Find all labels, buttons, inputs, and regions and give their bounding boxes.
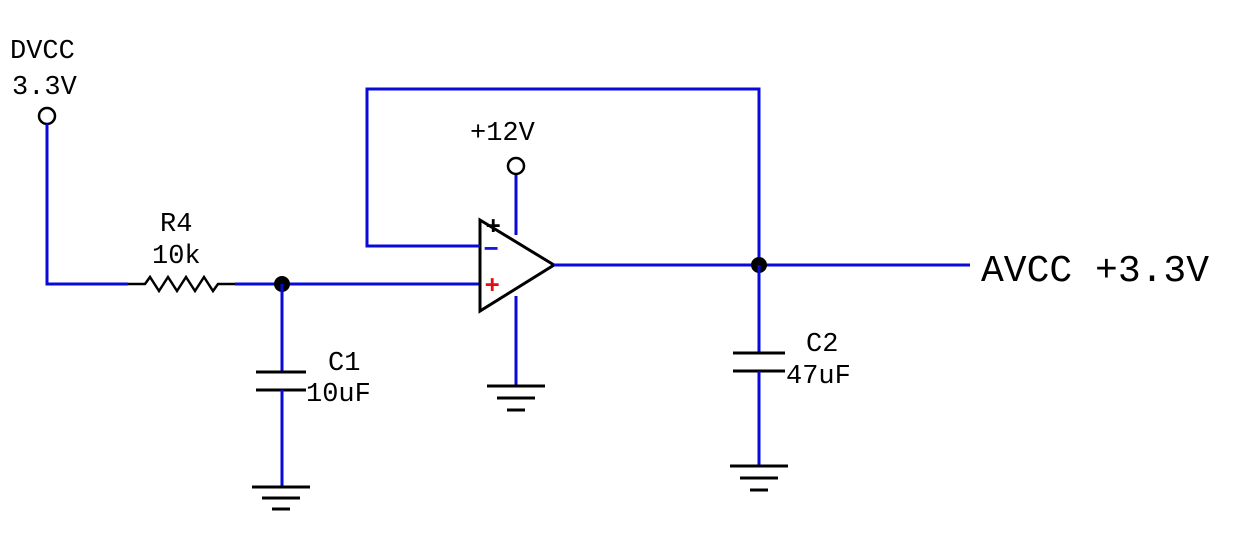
resistor-r4: R4 10k	[128, 210, 235, 294]
opamp-supply-pin-mark: +	[486, 211, 500, 239]
c2-value-label: 47uF	[786, 362, 851, 392]
dvcc-terminal	[37, 106, 57, 126]
ground-symbol-opamp	[487, 384, 545, 412]
feedback-wire	[365, 87, 761, 265]
dvcc-wire	[45, 124, 128, 286]
op-amp: +12V + − +	[470, 119, 557, 386]
ground-symbol-c1	[252, 485, 310, 511]
plus-12v-terminal	[506, 156, 526, 176]
c1-ref-label: C1	[328, 349, 360, 379]
opamp-noninverting-sign: +	[485, 270, 499, 298]
plus-12v-label: +12V	[470, 119, 536, 149]
c2-ref-label: C2	[806, 330, 838, 360]
resistor-zigzag	[128, 274, 235, 294]
opamp-inverting-sign: −	[484, 234, 498, 262]
capacitor-c2: C2 47uF	[733, 265, 851, 466]
r4-value-label: 10k	[152, 242, 201, 272]
dvcc-voltage-label: 3.3V	[12, 73, 78, 103]
c1-value-label: 10uF	[306, 380, 371, 410]
r4-ref-label: R4	[160, 210, 192, 240]
ground-symbol-c2	[730, 464, 788, 492]
avcc-output-label: AVCC +3.3V	[981, 250, 1209, 293]
dvcc-input: DVCC 3.3V	[10, 37, 128, 286]
capacitor-c1: C1 10uF	[256, 284, 371, 487]
dvcc-name-label: DVCC	[10, 37, 75, 67]
opamp-triangle	[478, 217, 557, 314]
